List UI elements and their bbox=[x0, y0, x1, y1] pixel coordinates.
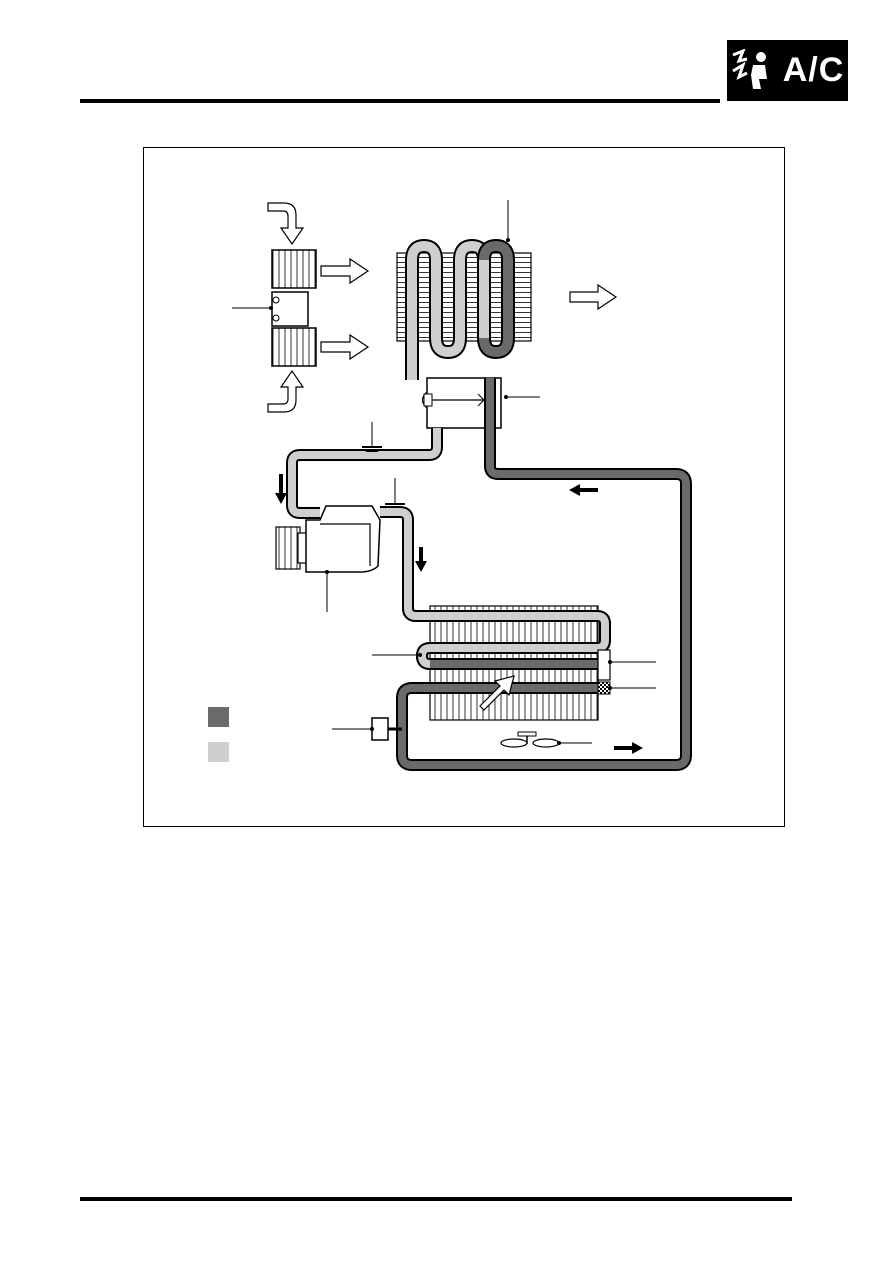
cooling-fan bbox=[500, 731, 592, 748]
blower-fan-upper bbox=[271, 249, 317, 289]
flow-arrow-discharge bbox=[415, 547, 427, 572]
air-flow-arrow-2 bbox=[320, 333, 370, 361]
ram-air-arrow bbox=[479, 675, 515, 711]
blower-unit bbox=[232, 249, 317, 367]
legend-high-pressure-swatch bbox=[208, 707, 229, 727]
ac-logo: A/C bbox=[727, 40, 848, 101]
expansion-valve bbox=[421, 377, 540, 429]
diagram-frame bbox=[143, 147, 785, 827]
blower-fan-lower bbox=[271, 327, 317, 367]
condenser bbox=[372, 605, 656, 721]
logo-title: A/C bbox=[782, 51, 845, 89]
footer-rule bbox=[80, 1197, 792, 1201]
pressure-switch bbox=[597, 649, 611, 681]
evaporator bbox=[396, 200, 532, 380]
air-inlet-arrow-top bbox=[267, 202, 305, 246]
compressor bbox=[275, 478, 405, 612]
legend bbox=[208, 707, 229, 762]
seat-airflow-icon bbox=[731, 48, 767, 89]
header-rule bbox=[80, 99, 720, 103]
high-pressure-line bbox=[332, 378, 692, 771]
air-inlet-arrow-bottom bbox=[267, 369, 305, 413]
low-pressure-line bbox=[286, 422, 443, 519]
legend-low-pressure-swatch bbox=[208, 742, 229, 762]
air-flow-arrow-1 bbox=[320, 257, 370, 285]
flow-arrow-liquid bbox=[614, 742, 643, 754]
receiver-drier bbox=[371, 717, 389, 741]
flow-arrow-suction bbox=[275, 474, 287, 504]
flow-arrow-return bbox=[569, 484, 598, 496]
air-flow-arrow-3 bbox=[569, 283, 618, 311]
